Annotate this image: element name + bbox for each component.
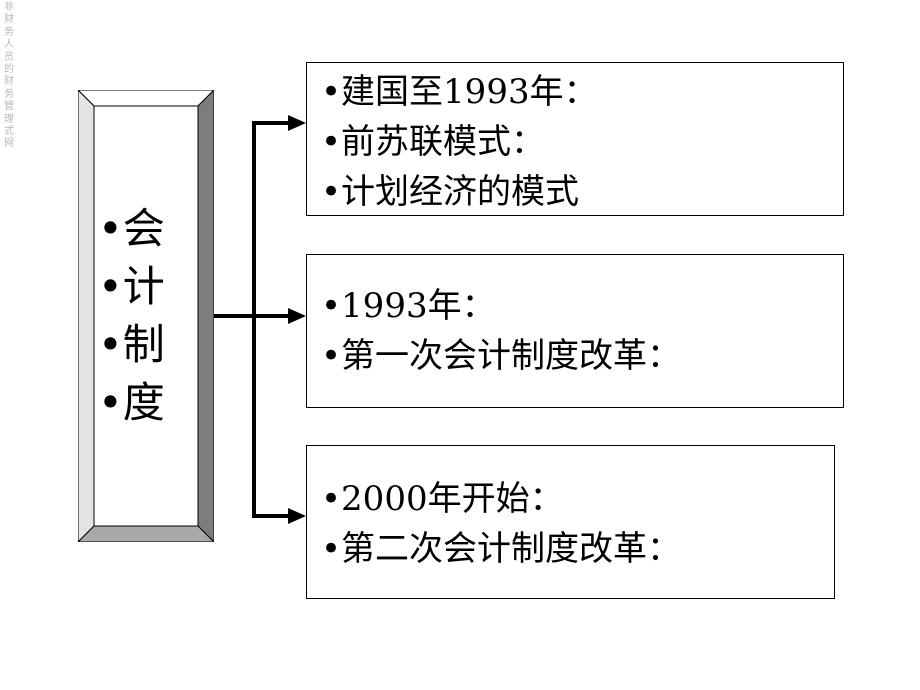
- bevel-frame: [78, 90, 214, 542]
- box-1-line-3: •计划经济的模式: [321, 172, 580, 212]
- period-box-1: •建国至1993年： •前苏联模式： •计划经济的模式: [306, 62, 844, 216]
- box-3-line-1: •2000年开始：: [321, 479, 564, 519]
- box-1-line-1: •建国至1993年：: [321, 72, 598, 112]
- box-3-line-2: •第二次会计制度改革：: [321, 529, 682, 569]
- accounting-system-label: •会 •计 •制 •度: [98, 200, 194, 432]
- label-char-1: •会: [98, 204, 165, 253]
- watermark-text: 非财务人员的财务管理式网: [4, 2, 14, 150]
- label-char-3: •制: [98, 320, 165, 369]
- box-1-line-2: •前苏联模式：: [321, 122, 546, 162]
- arrow-head-1: [288, 115, 306, 131]
- period-box-2: •1993年： •第一次会计制度改革：: [306, 254, 844, 408]
- box-2-line-2: •第一次会计制度改革：: [321, 336, 682, 376]
- bevel-inner-face: [93, 105, 199, 527]
- box-2-line-1: •1993年：: [321, 286, 496, 326]
- label-char-2: •计: [98, 262, 165, 311]
- arrow-head-3: [288, 508, 306, 524]
- label-char-4: •度: [98, 378, 165, 427]
- period-box-3: •2000年开始： •第二次会计制度改革：: [306, 445, 835, 599]
- arrow-head-2: [288, 308, 306, 324]
